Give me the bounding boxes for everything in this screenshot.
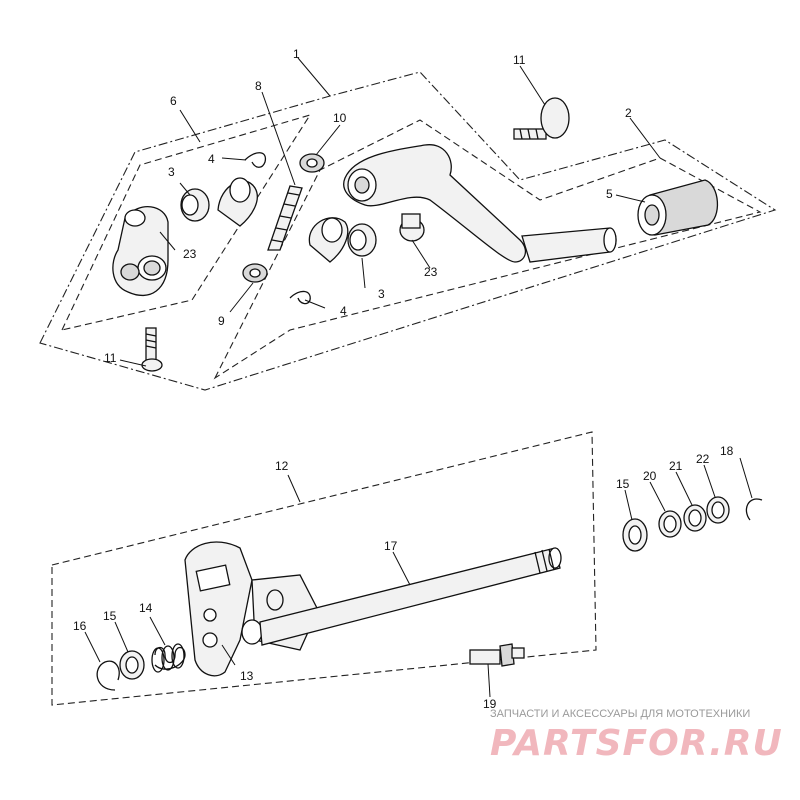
callout-20: 20 bbox=[643, 469, 657, 483]
callout-4b: 4 bbox=[340, 304, 347, 318]
bush-part-3b bbox=[347, 223, 377, 257]
callout-17: 17 bbox=[384, 539, 398, 553]
callout-1: 1 bbox=[293, 47, 300, 61]
spring-part-14 bbox=[151, 643, 186, 673]
callout-23b: 23 bbox=[424, 265, 438, 279]
callout-11b: 11 bbox=[104, 351, 117, 365]
washer-part-15b bbox=[622, 518, 648, 552]
callout-19: 19 bbox=[483, 697, 497, 711]
callout-6: 6 bbox=[170, 94, 177, 108]
callout-9: 9 bbox=[218, 314, 225, 328]
watermark-caption: ЗАПЧАСТИ И АКСЕССУАРЫ ДЛЯ МОТОТЕХНИКИ bbox=[490, 708, 750, 720]
pedal-peg-part bbox=[521, 227, 617, 263]
washer-part-22 bbox=[706, 496, 730, 524]
callout-18: 18 bbox=[720, 444, 734, 458]
linkage-arm-part bbox=[112, 206, 169, 297]
callout-3a: 3 bbox=[168, 165, 175, 179]
watermark-logo: PARTSFOR.RU bbox=[490, 723, 783, 764]
callout-23a: 23 bbox=[183, 247, 197, 261]
callout-14: 14 bbox=[139, 601, 153, 615]
shift-shaft-part-17 bbox=[259, 547, 562, 646]
callout-12: 12 bbox=[275, 459, 289, 473]
group-outline-12 bbox=[51, 431, 597, 706]
callout-4a: 4 bbox=[208, 152, 215, 166]
callout-15a: 15 bbox=[103, 609, 117, 623]
callout-3b: 3 bbox=[378, 287, 385, 301]
bolt-part-11-lower bbox=[141, 327, 163, 372]
selector-plate-part-13 bbox=[184, 541, 253, 677]
nut-part-10 bbox=[299, 153, 325, 173]
clip-part-4a bbox=[244, 152, 267, 168]
washer-part-20 bbox=[658, 510, 682, 538]
callout-22: 22 bbox=[696, 452, 710, 466]
callout-11a: 11 bbox=[513, 53, 526, 67]
group-outline-1 bbox=[39, 71, 777, 391]
callout-8: 8 bbox=[255, 79, 262, 93]
callout-2: 2 bbox=[625, 106, 632, 120]
rod-end-part-left bbox=[217, 177, 258, 227]
rod-end-part-right bbox=[308, 217, 349, 263]
callout-5: 5 bbox=[606, 187, 613, 201]
callout-13: 13 bbox=[240, 669, 254, 683]
callout-15b: 15 bbox=[616, 477, 630, 491]
callout-10: 10 bbox=[333, 111, 347, 125]
rubber-grip-part-5 bbox=[637, 179, 719, 236]
circlip-part-16 bbox=[96, 660, 120, 691]
stud-part-19 bbox=[469, 643, 525, 667]
ball-stud-part-23b bbox=[399, 213, 425, 242]
group-outline-6 bbox=[61, 114, 312, 331]
nut-part-9 bbox=[242, 263, 268, 283]
leader-lines bbox=[84, 57, 753, 698]
group-outline-2 bbox=[213, 119, 762, 380]
gear-pedal-lever-part bbox=[343, 144, 527, 263]
clip-part-4b bbox=[289, 290, 311, 305]
callout-16: 16 bbox=[73, 619, 87, 633]
bolt-part-11-upper bbox=[513, 97, 570, 140]
circlip-part-18 bbox=[745, 498, 763, 521]
bush-part-3a bbox=[180, 188, 210, 222]
washer-part-15a bbox=[119, 650, 145, 680]
callout-21: 21 bbox=[669, 459, 683, 473]
washer-part-21 bbox=[683, 504, 707, 532]
threaded-rod-part-8 bbox=[267, 185, 303, 251]
